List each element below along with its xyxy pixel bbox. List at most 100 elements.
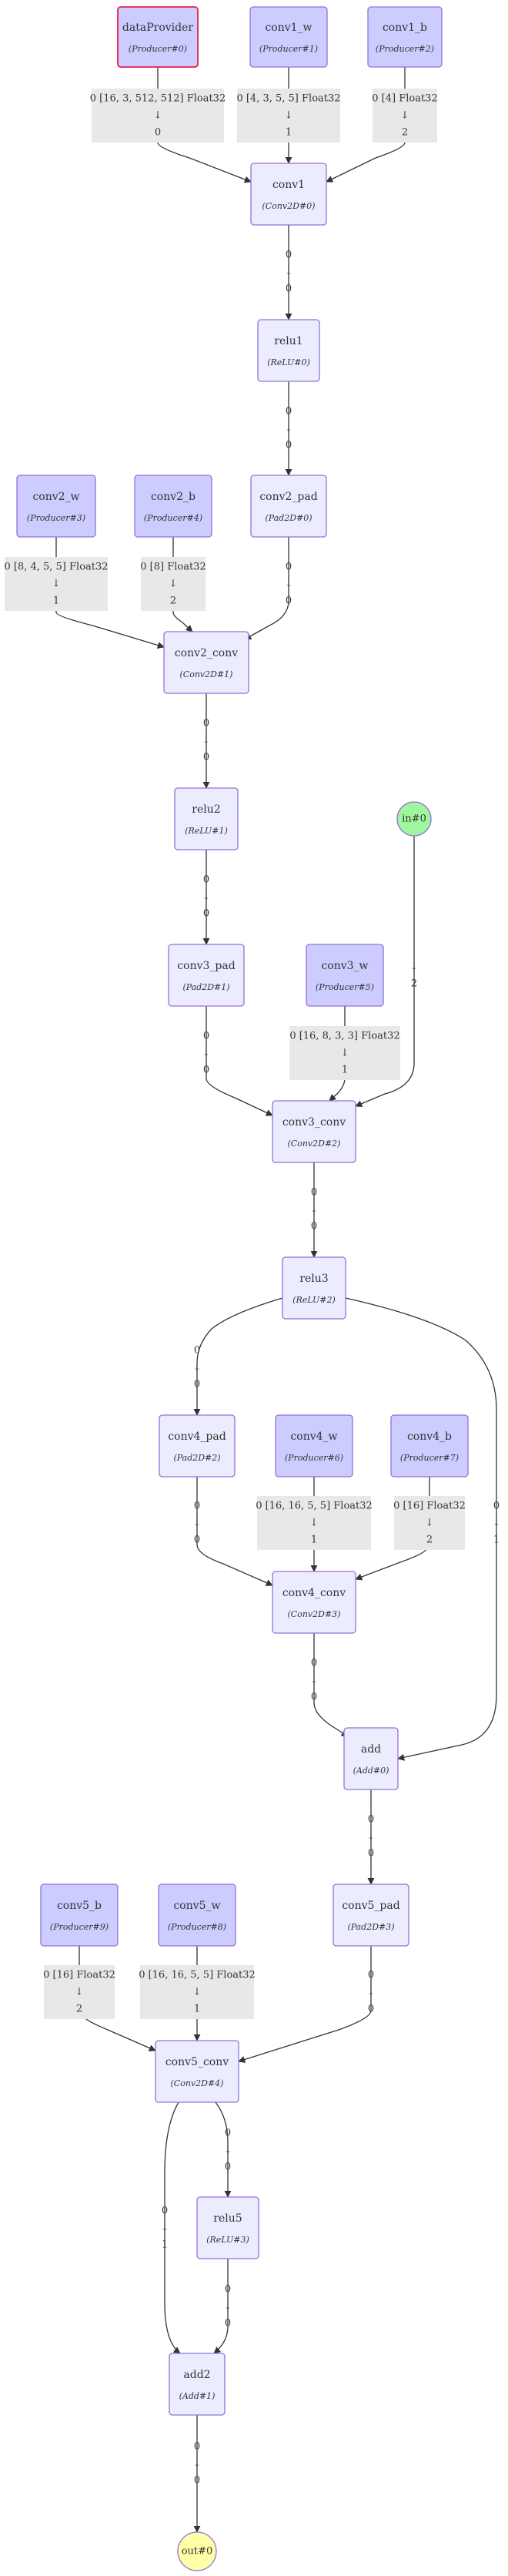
edge-label-line: ↓ (493, 1518, 501, 1529)
edge-label-line: ↓ (193, 1362, 202, 1374)
edge-label-conv3_w-to-conv3_conv: 0 [16, 8, 3, 3] Float32↓1 (289, 1026, 400, 1080)
node-type: (Add#0) (353, 1766, 389, 1776)
edge-label-add2-to-out0: 0↓0 (193, 2441, 202, 2487)
node-conv5_w[interactable]: conv5_w (Producer#8) (158, 1883, 236, 1947)
node-conv4_b[interactable]: conv4_b(Producer#7) (390, 1414, 469, 1478)
edge-label-line: 2 (426, 1535, 433, 1546)
edge-label-line: ↓ (52, 579, 61, 590)
node-name: relu3 (299, 1273, 328, 1285)
edge-label-line: 0 [8, 4, 5, 5] Float32 (4, 562, 108, 573)
node-add2[interactable]: add2(Add#1) (169, 2353, 226, 2416)
node-name: conv5_b (57, 1900, 102, 1912)
node-box (155, 2040, 239, 2103)
edge-label-relu1-to-conv2_pad: 0↓0 (285, 406, 293, 451)
edge-label-background (394, 1496, 465, 1550)
node-type: (Producer#4) (144, 513, 202, 523)
edge-label-conv5_b-to-conv5_conv: 0 [16] Float32↓2 (43, 1965, 115, 2019)
node-conv3_conv[interactable]: conv3_conv(Conv2D#2) (272, 1100, 356, 1163)
node-type: (Producer#2) (376, 44, 434, 54)
node-name: conv5_w (173, 1900, 220, 1912)
edge-label-line: 0 (286, 440, 292, 451)
node-conv1_w[interactable]: conv1_w(Producer#1) (249, 6, 328, 68)
node-conv2_pad[interactable]: conv2_pad(Pad2D#0) (250, 475, 327, 538)
node-name: conv2_pad (259, 491, 317, 503)
node-conv2_b[interactable]: conv2_b(Producer#4) (134, 475, 212, 538)
edge-label-line: 0 (155, 127, 161, 139)
node-type: (ReLU#0) (267, 357, 310, 367)
edge-label-line: ↓ (202, 891, 211, 903)
edge-label-background (289, 1026, 400, 1080)
edge-label-conv5_conv-to-add2: 0↓1 (161, 2205, 169, 2251)
node-conv4_conv[interactable]: conv4_conv(Conv2D#3) (272, 1571, 356, 1634)
node-out0[interactable]: out#0 (177, 2531, 217, 2571)
edge-label-line: ↓ (310, 1204, 319, 1216)
edge-label-line: 0 (225, 2128, 231, 2139)
edge-label-line: 0 (194, 1345, 200, 1357)
edge-label-line: ↓ (193, 2458, 202, 2470)
edge-label-conv5_w-to-conv5_conv: 0 [16, 16, 5, 5] Float32 ↓ 1 (139, 1965, 256, 2019)
edge-label-background (237, 89, 340, 143)
input-terminal-circle (396, 801, 432, 837)
node-box (250, 475, 327, 538)
node-name: conv3_w (321, 960, 368, 972)
edge-conv2_w-to-conv2_conv (55, 537, 165, 649)
edge-label-conv4_b-to-conv4_conv: 0 [16] Float32↓2 (393, 1496, 466, 1550)
edge-label-conv1_b-to-conv1: 0 [4] Float32↓2 (372, 89, 438, 143)
node-box (390, 1414, 469, 1478)
edge-label-conv1_w-to-conv1: 0 [4, 3, 5, 5] Float32↓1 (236, 89, 341, 143)
node-box (250, 163, 327, 226)
edge-label-line: 1 (194, 2004, 200, 2015)
edge-label-conv3_conv-to-relu3: 0↓0 (310, 1187, 319, 1233)
edge-label-line: 0 (194, 1501, 200, 1512)
node-relu5[interactable]: relu5(ReLU#3) (196, 2196, 259, 2259)
node-box (196, 2196, 259, 2259)
edge-label-line: ↓ (193, 1518, 202, 1529)
edge-label-line: 0 (368, 1848, 374, 1860)
edge-label-line: 2 (170, 595, 176, 607)
edge-label-line: 2 (411, 978, 417, 990)
node-relu1[interactable]: relu1(ReLU#0) (257, 319, 320, 382)
node-conv2_conv[interactable]: conv2_conv(Conv2D#1) (163, 631, 249, 694)
edge-label-line: ↓ (285, 267, 293, 278)
edge-label-line: 1 (493, 1535, 500, 1546)
node-dataProvider[interactable]: dataProvider(Producer#0) (117, 6, 199, 68)
edge-conv1_b-to-conv1 (326, 67, 406, 183)
node-conv3_w[interactable]: conv3_w(Producer#5) (306, 944, 384, 1007)
node-conv1[interactable]: conv1(Conv2D#0) (250, 163, 327, 226)
node-conv2_w[interactable]: conv2_w(Producer#3) (16, 475, 96, 538)
edge-label-background (92, 89, 224, 143)
edge-label-line: ↓ (75, 1987, 84, 1998)
node-box (343, 1727, 399, 1790)
node-conv5_conv[interactable]: conv5_conv(Conv2D#4) (155, 2040, 239, 2103)
node-name: conv3_conv (282, 1116, 346, 1129)
edge-label-line: 0 (368, 1814, 374, 1826)
edge-label-line: ↓ (202, 1048, 211, 1059)
node-type: (Producer#8) (168, 1922, 226, 1932)
node-conv5_pad[interactable]: conv5_pad(Pad2D#3) (333, 1883, 409, 1947)
edge-label-line: ↓ (367, 1831, 376, 1843)
edge-label-line: 0 (286, 595, 292, 607)
node-box (272, 1571, 356, 1634)
edge-label-line: 0 (286, 562, 292, 573)
edge-label-line: ↓ (341, 1048, 349, 1059)
edge-label-line: 1 (53, 595, 59, 607)
edge-label-line: 0 [16, 16, 5, 5] Float32 (139, 1970, 256, 1981)
node-type: (Producer#9) (50, 1922, 109, 1932)
edge-in0-to-conv3_conv (355, 836, 415, 1108)
edge-label-line: 0 (311, 1658, 317, 1669)
edge-conv2_pad-to-conv2_conv (244, 537, 289, 640)
node-in0[interactable]: in#0 (396, 801, 432, 837)
node-box (306, 944, 384, 1007)
edge-label-background (140, 1965, 254, 2019)
node-relu2[interactable]: relu2(ReLU#1) (174, 787, 239, 850)
node-type: (Conv2D#0) (262, 201, 316, 211)
node-add[interactable]: add(Add#0) (343, 1727, 399, 1790)
node-conv4_w[interactable]: conv4_w(Producer#6) (275, 1414, 353, 1478)
node-conv1_b[interactable]: conv1_b(Producer#2) (367, 6, 443, 68)
node-conv5_b[interactable]: conv5_b (Producer#9) (40, 1883, 119, 1947)
node-conv4_pad[interactable]: conv4_pad(Pad2D#2) (159, 1414, 236, 1478)
node-relu3[interactable]: relu3(ReLU#2) (282, 1256, 346, 1320)
edge-label-line: ↓ (193, 1987, 202, 1998)
edge-label-background (44, 1965, 115, 2019)
node-conv3_pad[interactable]: conv3_pad(Pad2D#1) (168, 944, 245, 1007)
